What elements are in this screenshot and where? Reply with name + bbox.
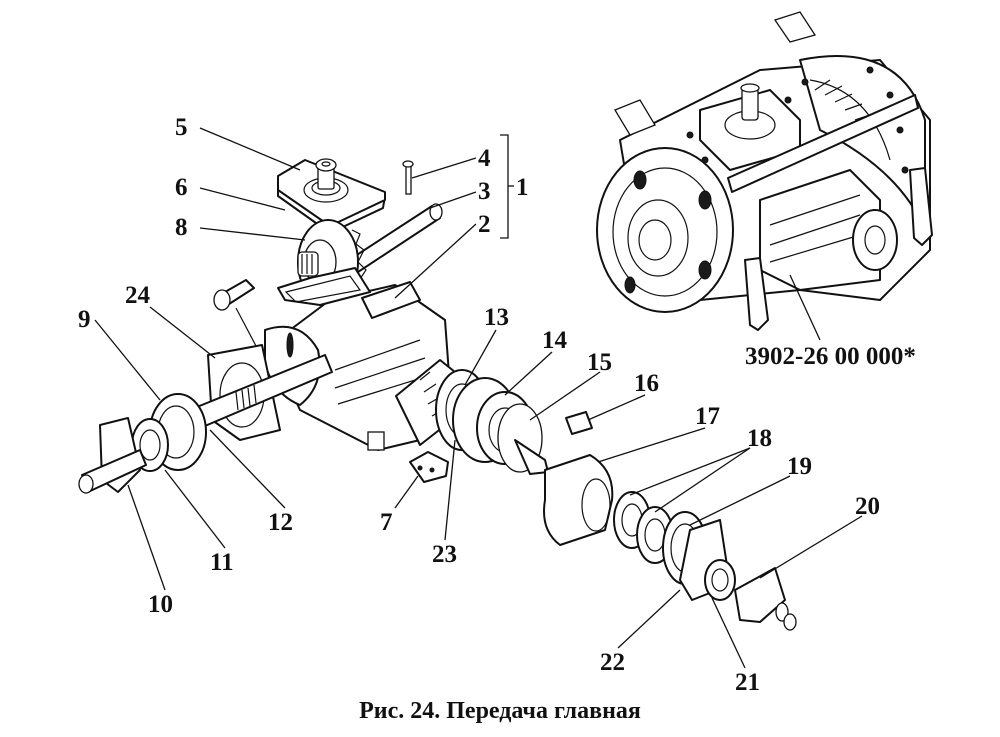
leader-line-4	[411, 157, 477, 179]
callout-13: 13	[484, 304, 509, 331]
leader-line-18-1	[629, 447, 751, 496]
breather-cover-group	[277, 158, 386, 234]
leader-line-21	[711, 597, 746, 669]
callout-9: 9	[78, 306, 91, 333]
leader-line-24	[149, 306, 216, 359]
main-housing-group	[213, 267, 456, 451]
group-bracket	[500, 134, 514, 239]
leader-line-18-2	[654, 447, 751, 513]
part-cover	[277, 159, 386, 227]
callout-10: 10	[148, 591, 173, 618]
assembly-code-label: 3902-26 00 000*	[745, 343, 916, 370]
callout-4: 4	[478, 145, 491, 172]
callout-labels: 5 6 8 4 3 2 24 9 12 11 10 7 13 14 15 16 17 18 19 20 21 22 23	[78, 114, 880, 696]
callout-3: 3	[478, 178, 491, 205]
leader-line-2	[394, 223, 477, 299]
callout-2: 2	[478, 211, 491, 238]
leader-line-15	[529, 371, 601, 421]
leader-line-6	[199, 187, 286, 211]
leader-line-5	[199, 127, 301, 171]
leader-line-22	[617, 589, 681, 649]
callout-17: 17	[695, 403, 720, 430]
leader-line-10	[127, 484, 166, 591]
callout-16: 16	[634, 370, 659, 397]
callout-22: 22	[600, 649, 625, 676]
callout-20: 20	[855, 493, 880, 520]
assembled-cross-beam	[727, 94, 919, 193]
callout-15: 15	[587, 349, 612, 376]
leader-line-17	[597, 427, 706, 463]
callout-24: 24	[125, 282, 151, 309]
leader-line-19	[689, 475, 791, 526]
assembled-lever-right	[909, 167, 933, 246]
callout-19: 19	[787, 453, 812, 480]
leader-line-11	[164, 469, 226, 549]
leader-line-20	[759, 515, 863, 579]
callout-group-1: 1	[516, 174, 529, 201]
callout-11: 11	[210, 549, 234, 576]
part-nut	[783, 613, 797, 631]
callout-21: 21	[735, 669, 760, 696]
leader-line-7	[394, 475, 419, 509]
center-diff-group	[409, 369, 593, 483]
leader-assembly-code	[789, 274, 821, 341]
assembled-lever-left	[744, 257, 769, 331]
leader-line-12	[209, 429, 286, 509]
assembled-final-drive	[596, 11, 933, 341]
callout-23: 23	[432, 541, 457, 568]
callout-6: 6	[175, 174, 188, 201]
leader-line-9	[94, 319, 161, 401]
part-bracket-plate	[361, 281, 421, 319]
leader-line-23	[444, 439, 456, 541]
part-lock-plate	[409, 451, 449, 483]
right-shaft-group	[543, 454, 797, 631]
assembled-left-drum	[596, 147, 734, 313]
part-housing-foot	[367, 431, 385, 451]
bolt-group	[402, 160, 414, 195]
part-brake-hub	[543, 454, 614, 546]
left-shaft-group	[78, 344, 333, 494]
callout-14: 14	[542, 327, 568, 354]
leader-line-8	[199, 227, 306, 241]
figure-caption: Рис. 24. Передача главная	[359, 698, 641, 724]
callout-5: 5	[175, 114, 188, 141]
part-bolt	[405, 163, 412, 195]
callout-7: 7	[380, 509, 393, 536]
callout-18: 18	[747, 425, 772, 452]
leader-line-14	[504, 351, 553, 396]
callout-8: 8	[175, 214, 188, 241]
part-key	[565, 411, 593, 435]
assembled-output-flange	[852, 209, 898, 271]
callout-12: 12	[268, 509, 293, 536]
leader-lines	[94, 127, 863, 669]
leader-line-16	[587, 394, 646, 421]
leader-line-3	[429, 191, 477, 209]
part-cup	[704, 559, 736, 601]
leader-line-13	[464, 329, 497, 386]
part-output-flange	[734, 567, 786, 623]
